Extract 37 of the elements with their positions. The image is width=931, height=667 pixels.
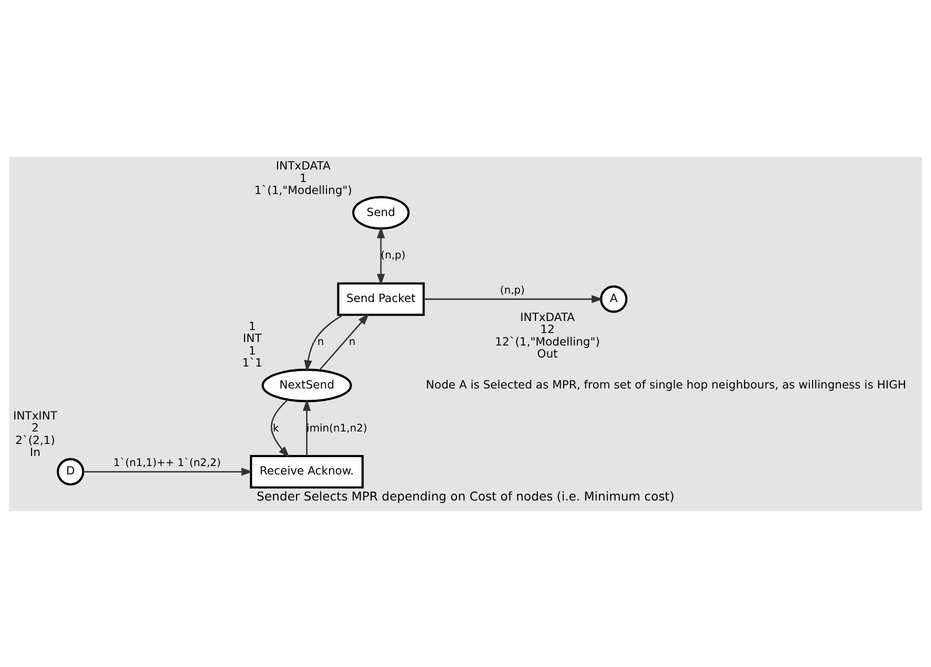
- edge-label: n: [348, 335, 356, 348]
- node-label: 2: [32, 420, 39, 434]
- edge-label: n: [317, 335, 324, 348]
- node-label: 1`(1,"Modelling"): [254, 182, 352, 196]
- node-label: Out: [537, 346, 558, 360]
- node-label: In: [30, 444, 40, 458]
- node-label: 1: [248, 342, 256, 357]
- node-label: INTxDATA: [520, 309, 575, 324]
- node-box: Receive Acknow.: [250, 454, 364, 488]
- arrow: [270, 398, 290, 458]
- label: Node A is Selected as MPR, from set of single hop neighbours, as willingness is HIGH: [426, 376, 906, 391]
- node-label: INTxDATA: [276, 158, 331, 172]
- arrow: [376, 226, 385, 285]
- node-label: INTxINT: [13, 408, 58, 422]
- node-circle: A: [600, 284, 628, 312]
- node-label: 1`1: [242, 355, 262, 370]
- caption: Sender Selects MPR depending on Cost of nodes (i.e. Minimum cost): [256, 489, 674, 504]
- node-label: 12: [540, 322, 555, 336]
- node-label: 1: [248, 318, 256, 332]
- node-circle: D: [56, 458, 84, 485]
- arrow: [304, 314, 344, 372]
- arrow: [302, 398, 311, 456]
- arrow: [83, 467, 253, 476]
- edge-label: 1`(n1,1)++ 1`(n2,2): [113, 456, 221, 469]
- node-label: 1: [300, 170, 307, 184]
- node-box: Send Packet: [337, 282, 425, 316]
- edge-label: imin(n1,n2): [306, 422, 368, 434]
- arrow: [424, 294, 604, 303]
- edge-label: (n,p): [380, 249, 406, 262]
- node-label: 2`(2,1): [15, 432, 56, 446]
- node-ellipse: Send: [352, 196, 410, 230]
- node-label: INT: [242, 330, 262, 345]
- node-label: 12`(1,"Modelling"): [495, 334, 600, 348]
- node-ellipse: NextSend: [262, 368, 352, 402]
- arrow: [318, 313, 370, 370]
- edge-label: k: [272, 422, 279, 434]
- edge-label: (n,p): [500, 284, 525, 296]
